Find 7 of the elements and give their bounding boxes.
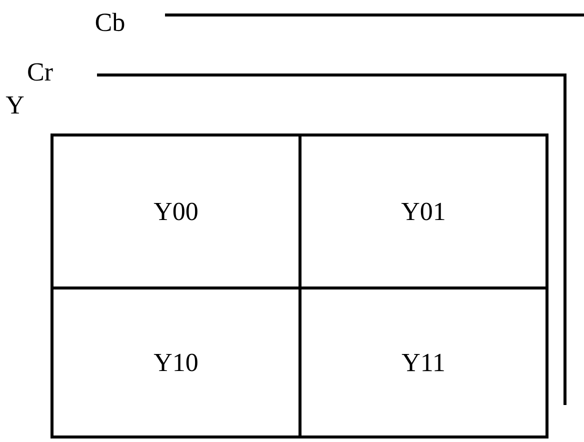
plane-label: Y xyxy=(6,96,24,114)
grid-cell: Y01 xyxy=(298,134,548,290)
grid-cell: Y10 xyxy=(50,286,302,438)
grid-cell: Y00 xyxy=(50,134,302,290)
grid-cell: Y11 xyxy=(298,286,548,438)
plane-label: Cb xyxy=(96,12,124,32)
plane-label: Cr xyxy=(28,63,53,81)
